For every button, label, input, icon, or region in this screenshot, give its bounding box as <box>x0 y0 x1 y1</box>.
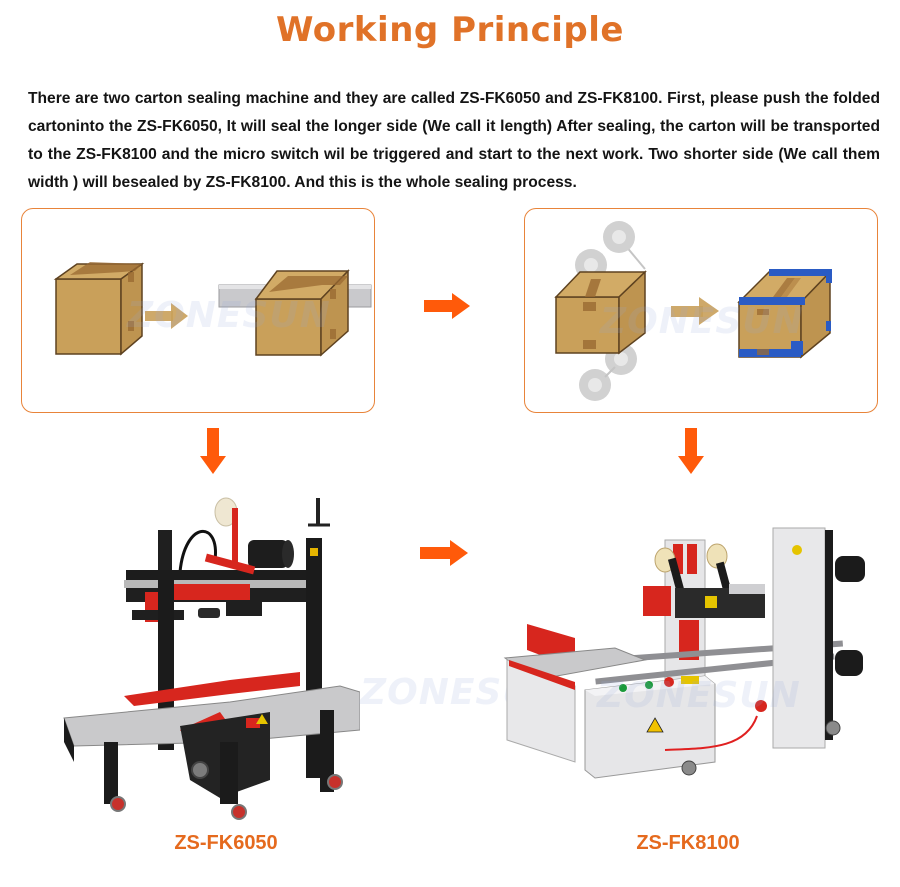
length-seal-illustration <box>53 262 372 357</box>
flow-arrow-right-icon <box>424 293 470 319</box>
page-title: Working Principle <box>276 10 624 50</box>
flow-arrow-down-icon <box>200 428 226 474</box>
carton-in-guide-rails-icon <box>254 269 350 357</box>
machine-image-zs-fk8100 <box>503 527 865 779</box>
model-label-zs-fk8100: ZS-FK8100 <box>636 832 740 854</box>
description-text: There are two carton sealing machine and… <box>28 90 880 191</box>
flow-arrow-down-icon <box>678 428 704 474</box>
flow-arrow-right-icon <box>420 540 468 566</box>
process-arrow-icon <box>145 303 188 329</box>
carton-unsealed-icon <box>53 262 145 356</box>
process-arrow-icon <box>671 297 719 325</box>
carton-edges-sealed-icon <box>737 269 832 359</box>
step-panel-length-seal: ZONESUN <box>21 208 375 413</box>
width-seal-illustration <box>554 221 832 401</box>
model-label-zs-fk6050: ZS-FK6050 <box>174 832 278 854</box>
machine-image-zs-fk6050 <box>63 497 360 820</box>
step-panel-width-seal: ZONESUN <box>524 208 878 413</box>
carton-taped-top-icon <box>554 270 647 355</box>
